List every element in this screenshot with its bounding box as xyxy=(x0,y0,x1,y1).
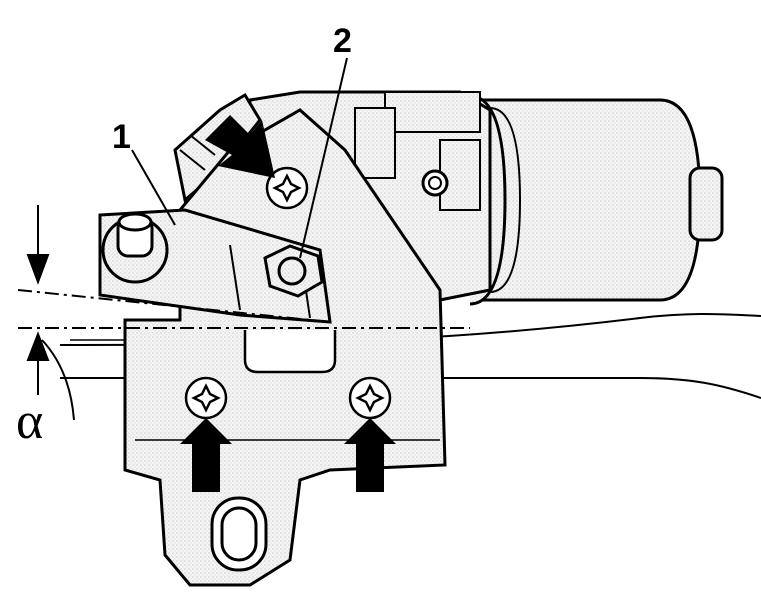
slotted-hole xyxy=(210,496,268,572)
leader-lines xyxy=(131,57,348,259)
hex-nut xyxy=(263,244,324,298)
angle-alpha-label: α xyxy=(16,393,43,450)
torx-screw-upper xyxy=(265,166,309,210)
reference-lines xyxy=(17,289,470,329)
arrow-lower-right-screw xyxy=(344,418,396,492)
torx-screw-lower-right xyxy=(348,376,392,420)
torx-screw-lower-left xyxy=(184,376,228,420)
callout-part-2: 2 xyxy=(333,22,352,60)
arrow-upper-screw xyxy=(205,115,275,178)
crank-lever xyxy=(98,208,332,324)
arrow-lower-left-screw xyxy=(180,418,232,492)
angle-arrows xyxy=(26,205,75,421)
callout-part-1: 1 xyxy=(112,118,131,156)
motor-housing xyxy=(469,94,724,306)
